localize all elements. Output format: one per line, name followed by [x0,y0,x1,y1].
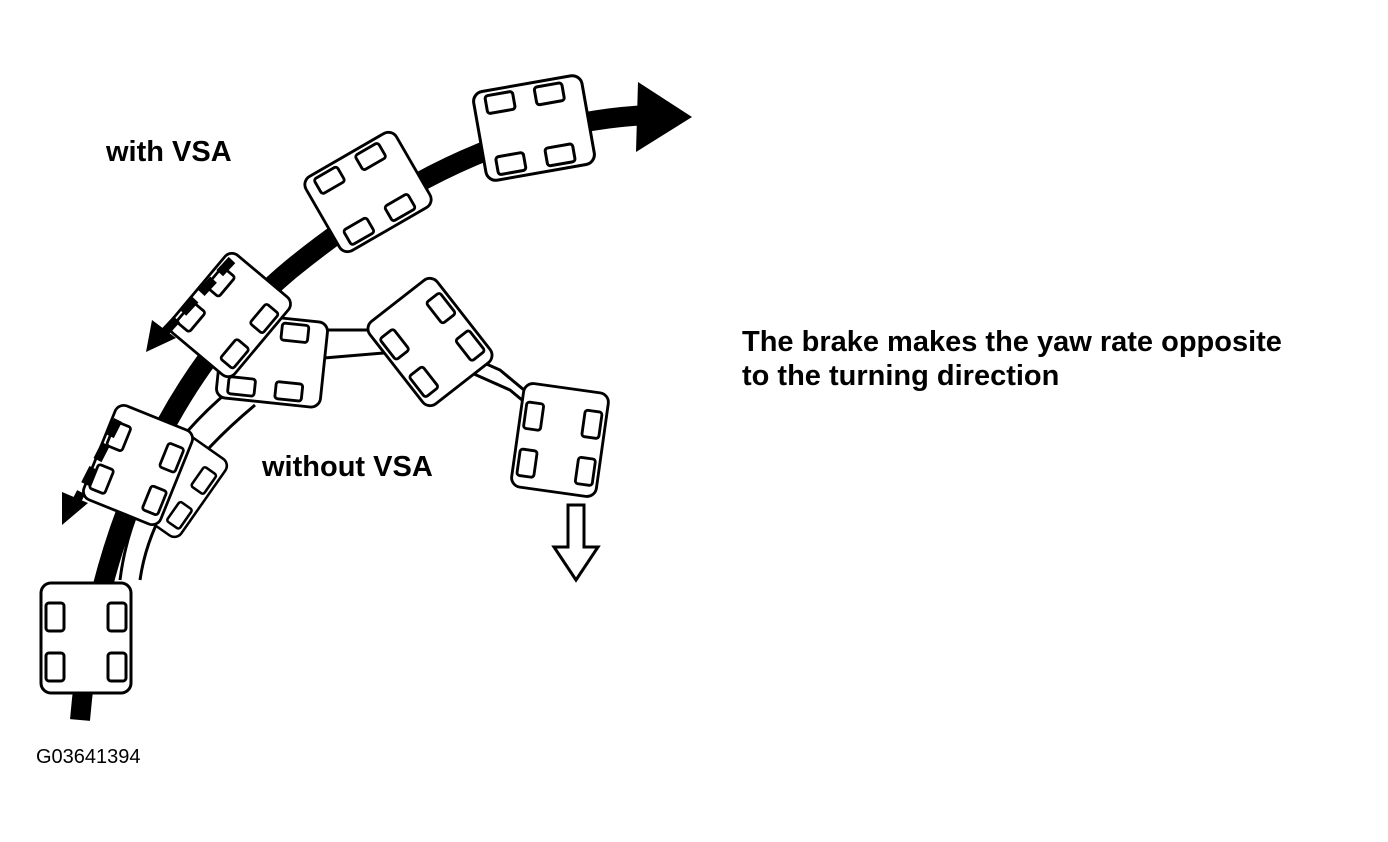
car-top-view-icon [362,273,498,411]
without-vsa-label: without VSA [262,451,433,483]
car-top-view-icon [470,72,598,184]
caption-line-2: to the turning direction [742,360,1060,392]
filled-arrow-icon [636,82,692,152]
dashed-arrow-icon [62,492,88,525]
brake-arrow-upper [146,256,236,352]
brake-arrow-lower [62,417,123,525]
with-vsa-label: with VSA [106,136,232,168]
caption: The brake makes the yaw rate opposite to… [742,325,1282,393]
dashed-arrow-icon [146,320,176,352]
outline-arrow-icon [551,503,601,583]
car-top-view-icon [508,380,612,500]
caption-line-1: The brake makes the yaw rate opposite [742,326,1282,358]
car-top-view-icon [39,581,133,695]
figure-id: G03641394 [36,746,141,768]
